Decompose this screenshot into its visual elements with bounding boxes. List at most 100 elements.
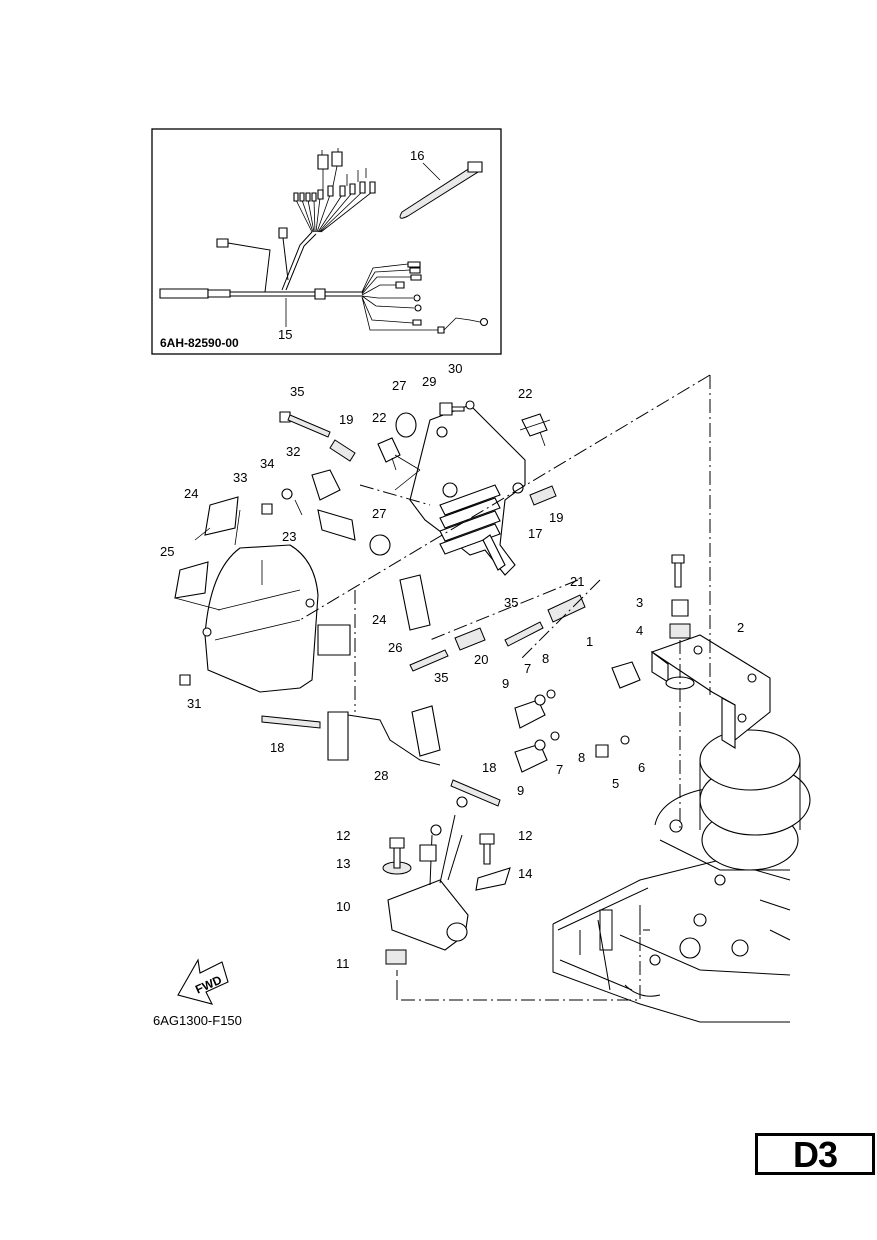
grommet-27a [395, 412, 417, 438]
collar-19a [329, 439, 356, 462]
nut-7b [534, 739, 546, 751]
callout-16: 16 [410, 148, 424, 163]
callout-34: 34 [260, 456, 274, 471]
callout-22b: 22 [518, 386, 532, 401]
callout-5: 5 [612, 776, 619, 791]
callout-27a: 27 [392, 378, 406, 393]
bolt-33 [261, 503, 273, 515]
callout-18a: 18 [270, 740, 284, 755]
cap-9a [514, 699, 546, 729]
callout-23: 23 [282, 529, 296, 544]
bracket-14 [475, 867, 511, 891]
callout-20: 20 [474, 652, 488, 667]
figure-code: 6AG1300-F150 [153, 1013, 242, 1028]
callout-35b: 35 [504, 595, 518, 610]
callout-28: 28 [374, 768, 388, 783]
fwd-arrow-icon: FWD [177, 958, 229, 1005]
callout-8b: 8 [578, 750, 585, 765]
collar-20 [454, 627, 486, 651]
callout-19b: 19 [549, 510, 563, 525]
page-tag-label: D3 [792, 1134, 838, 1175]
callout-7a: 7 [524, 661, 531, 676]
callout-32: 32 [286, 444, 300, 459]
callout-35c: 35 [434, 670, 448, 685]
callout-14: 14 [518, 866, 532, 881]
callout-29: 29 [422, 374, 436, 389]
callout-31: 31 [187, 696, 201, 711]
cable-tie-16 [399, 161, 483, 219]
cable-tie-35b [504, 621, 544, 647]
callout-10: 10 [336, 899, 350, 914]
cover-26 [399, 574, 431, 631]
callout-33: 33 [233, 470, 247, 485]
callout-7b: 7 [556, 762, 563, 777]
callout-26: 26 [388, 640, 402, 655]
nut-7a [534, 694, 546, 706]
engine-block-outline [552, 729, 811, 1023]
assembly-lines [174, 374, 711, 1001]
bolt-5 [595, 744, 609, 758]
bracket-upper-17 [409, 404, 526, 576]
cap-9b [514, 743, 548, 773]
wire-harness-inset: 16 15 6AH-82590-00 [151, 128, 502, 355]
bolt-12a [389, 837, 405, 869]
rubber-mount-22a [377, 437, 401, 471]
washer-34 [281, 488, 293, 500]
cable-tie-18b [450, 779, 501, 807]
callout-27b: 27 [372, 506, 386, 521]
label-25 [174, 561, 209, 599]
grommet-4 [669, 623, 691, 639]
callout-1: 1 [586, 634, 593, 649]
callout-17: 17 [528, 526, 542, 541]
callout-12b: 12 [518, 828, 532, 843]
cable-tie-18a [261, 715, 321, 729]
callout-11: 11 [336, 956, 350, 971]
bolt-top [671, 554, 685, 588]
harness-part-code: 6AH-82590-00 [160, 336, 239, 350]
rubber-mount-22b [521, 413, 548, 447]
collar-19b [529, 485, 557, 506]
callout-13: 13 [336, 856, 350, 871]
rectifier-10 [387, 796, 469, 951]
label-24a [204, 496, 239, 536]
collar-21 [547, 594, 586, 623]
callout-6: 6 [638, 760, 645, 775]
callout-15: 15 [278, 327, 292, 342]
callout-22a: 22 [372, 410, 386, 425]
collar-3 [671, 599, 689, 617]
bolt-12b [479, 833, 495, 865]
washer-8a [546, 689, 556, 699]
callout-30: 30 [448, 361, 462, 376]
callout-3: 3 [636, 595, 643, 610]
washer-8b [550, 731, 560, 741]
grommet-11 [385, 949, 407, 965]
callout-35a: 35 [290, 384, 304, 399]
callout-18b: 18 [482, 760, 496, 775]
cable-tie-35a [279, 411, 331, 438]
cable-tie-35c [409, 649, 449, 672]
washer-6 [620, 735, 630, 745]
cover-23 [202, 544, 319, 693]
callout-2: 2 [737, 620, 744, 635]
callout-8a: 8 [542, 651, 549, 666]
callout-labels: 1 2 3 4 5 6 7 7 8 8 9 9 10 11 12 12 13 1… [160, 361, 744, 971]
callout-9b: 9 [517, 783, 524, 798]
callout-25: 25 [160, 544, 174, 559]
callout-19a: 19 [339, 412, 353, 427]
washer-30 [465, 400, 475, 410]
lead-wire-28 [327, 705, 441, 766]
grommet-27b [369, 534, 391, 556]
callout-24a: 24 [184, 486, 198, 501]
callout-21: 21 [570, 574, 584, 589]
page-tag: D3 [755, 1133, 875, 1175]
callout-24b: 24 [372, 612, 386, 627]
bolt-29 [439, 402, 465, 416]
switch-1 [611, 661, 641, 689]
label-24b [317, 624, 351, 656]
callout-9a: 9 [502, 676, 509, 691]
callout-4: 4 [636, 623, 643, 638]
bolt-31 [179, 674, 191, 686]
holder-32 [311, 469, 356, 541]
callout-12a: 12 [336, 828, 350, 843]
